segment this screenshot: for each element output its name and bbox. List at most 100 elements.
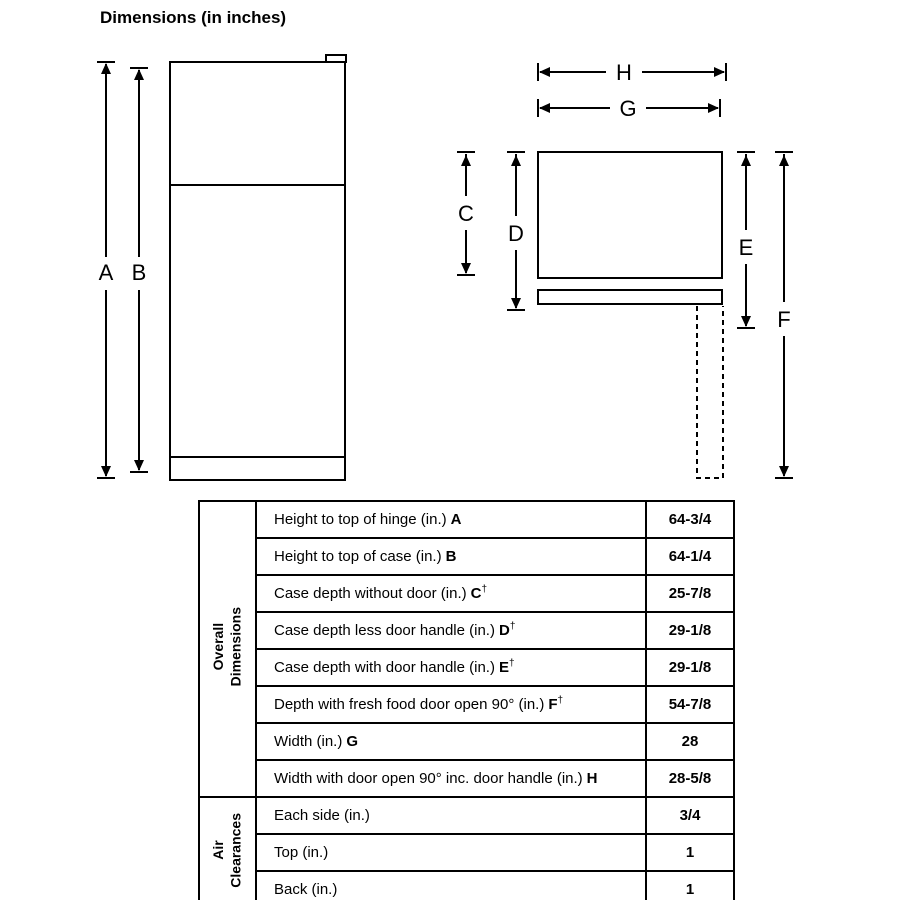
spec-label-text: Width (in.) [274,733,343,750]
table-row: Case depth less door handle (in.)D† 29-1… [199,611,735,650]
arrowhead-right [714,67,725,77]
spec-value: 64-3/4 [645,500,735,539]
spec-label-text: Case depth less door handle (in.) [274,622,495,639]
dim-f: F [775,151,793,479]
group-label: Air Clearances [210,813,244,888]
arrowhead-up [101,63,111,74]
spec-label-text: Each side (in.) [274,807,370,824]
table-row: Height to top of case (in.)B 64-1/4 [199,537,735,576]
fridge-front-outline [169,61,346,481]
arrowhead-down [101,466,111,477]
spec-value: 3/4 [645,796,735,835]
spec-label: Case depth less door handle (in.)D† [255,611,647,650]
spec-label: Height to top of case (in.)B [255,537,647,576]
dim-b: B [130,67,148,473]
spec-label-text: Case depth without door (in.) [274,585,467,602]
spec-label: Depth with fresh food door open 90° (in.… [255,685,647,724]
dim-label-a: A [99,260,114,285]
spec-label-text: Case depth with door handle (in.) [274,659,495,676]
dim-label-g: G [619,96,636,121]
spec-value: 28-5/8 [645,759,735,798]
dim-a: A [97,61,115,479]
spec-letter: B [445,548,457,565]
arrowhead-down [134,460,144,471]
table-row: Case depth without door (in.)C† 25-7/8 [199,574,735,613]
spec-value: 1 [645,833,735,872]
fridge-top-view [537,151,724,479]
spec-letter: E [498,659,509,676]
dimension-diagram: A B H [97,54,793,481]
spec-label: Case depth without door (in.)C† [255,574,647,613]
dim-label-c: C [458,201,474,226]
dagger-mark: † [481,584,488,595]
dim-label-b: B [132,260,147,285]
arrowhead-up [134,69,144,80]
arrowhead-up [461,155,471,166]
case-top-outline [537,151,723,279]
dim-label-d: D [508,221,524,246]
dim-d: D [507,151,525,311]
spec-value: 28 [645,722,735,761]
arrowhead-down [779,466,789,477]
spec-label-text: Width with door open 90° inc. door handl… [274,770,583,787]
spec-label: Each side (in.) [255,796,647,835]
spec-value: 54-7/8 [645,685,735,724]
dimensions-table: Overall Dimensions Height to top of hing… [198,500,735,900]
spec-label: Width (in.)G [255,722,647,761]
arrowhead-left [539,67,550,77]
spec-letter: G [346,733,359,750]
arrowhead-up [779,155,789,166]
spec-label-text: Height to top of case (in.) [274,548,442,565]
table-row: Width (in.)G 28 [199,722,735,761]
group-overall-dimensions: Overall Dimensions [198,500,257,798]
table-row: Case depth with door handle (in.)E† 29-1… [199,648,735,687]
spec-value: 64-1/4 [645,537,735,576]
dim-label-f: F [777,307,790,332]
door-top-outline [537,289,723,305]
arrowhead-down [741,316,751,327]
page-title: Dimensions (in inches) [100,8,287,27]
dagger-mark: † [509,621,516,632]
arrowhead-down [461,263,471,274]
table-row: Depth with fresh food door open 90° (in.… [199,685,735,724]
spec-letter: D [498,622,510,639]
arrowhead-down [511,298,521,309]
spec-label-text: Back (in.) [274,881,338,898]
arrowhead-up [741,155,751,166]
table-row: Width with door open 90° inc. door handl… [199,759,735,798]
fridge-front-view [169,54,347,481]
spec-letter: A [450,511,462,528]
spec-letter: C [470,585,482,602]
spec-label: Height to top of hinge (in.)A [255,500,647,539]
door-open-dashed-outline [696,306,724,479]
spec-value: 1 [645,870,735,900]
spec-label: Back (in.) [255,870,647,900]
spec-value: 29-1/8 [645,611,735,650]
table-row: Air Clearances Each side (in.) 3/4 [198,796,735,900]
dim-label-e: E [739,235,754,260]
hinge-cap [325,54,347,63]
spec-letter: F [548,696,558,713]
spec-label: Case depth with door handle (in.)E† [255,648,647,687]
spec-label: Top (in.) [255,833,647,872]
spec-letter: H [586,770,598,787]
spec-label: Width with door open 90° inc. door handl… [255,759,647,798]
group-label: Overall Dimensions [210,607,244,687]
dim-h: H [537,60,727,85]
spec-value: 25-7/8 [645,574,735,613]
arrowhead-left [539,103,550,113]
group-air-clearances: Air Clearances [198,796,257,900]
dagger-mark: † [557,695,564,706]
dagger-mark: † [508,658,515,669]
arrowhead-up [511,155,521,166]
table-row: Overall Dimensions Height to top of hing… [198,500,735,798]
spec-label-text: Height to top of hinge (in.) [274,511,447,528]
dim-c: C [457,151,475,276]
table-row: Top (in.) 1 [199,833,735,872]
arrowhead-right [708,103,719,113]
spec-label-text: Top (in.) [274,844,329,861]
dim-e: E [737,151,755,329]
table-row: Back (in.) 1 [199,870,735,900]
spec-label-text: Depth with fresh food door open 90° (in.… [274,696,545,713]
